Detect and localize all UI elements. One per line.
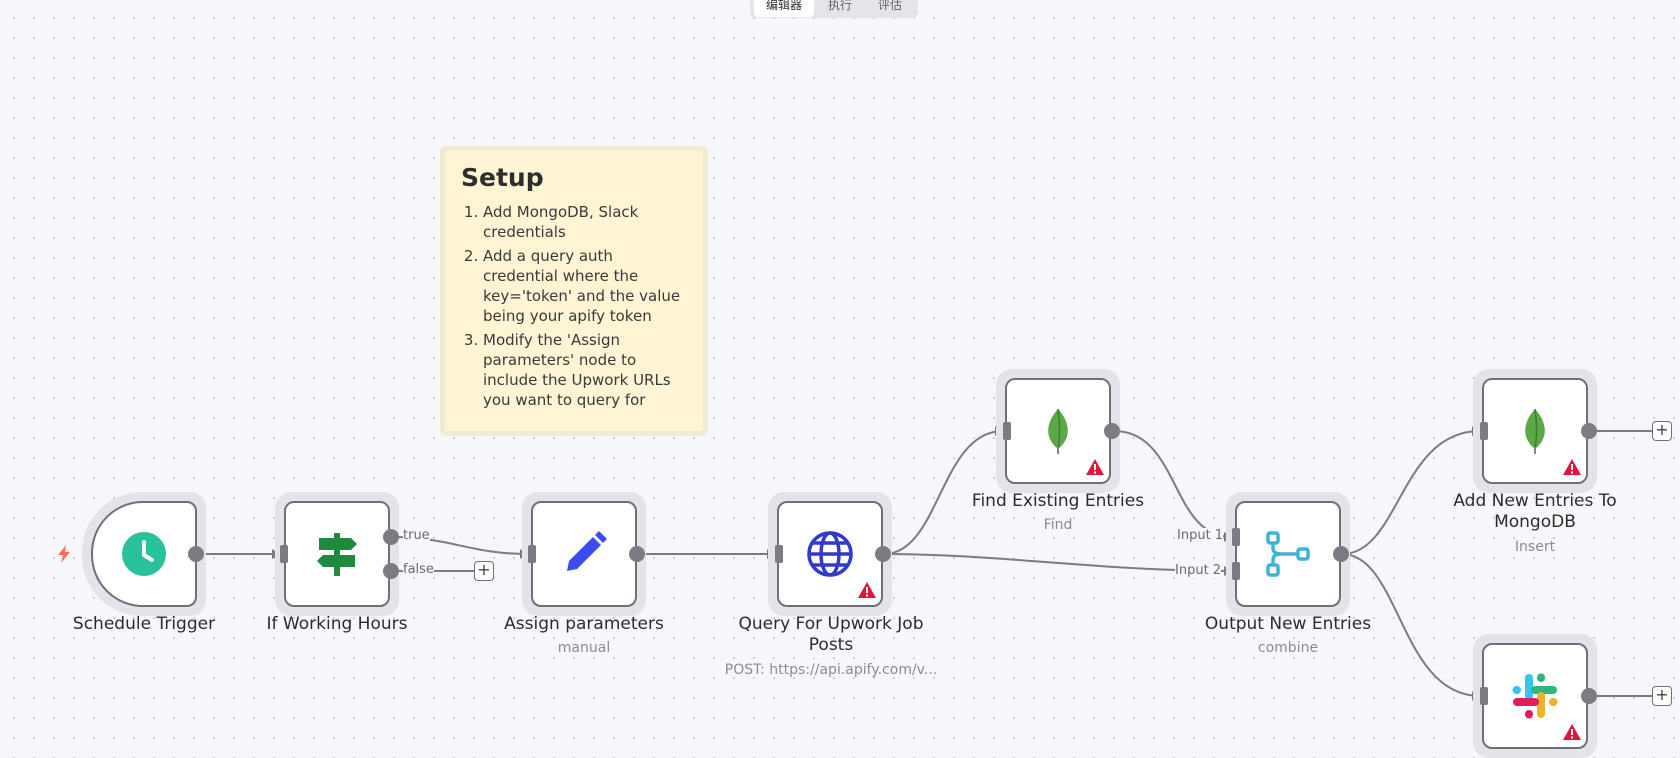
warning-icon: [1563, 724, 1581, 740]
input-handle[interactable]: [1480, 422, 1488, 440]
node-subtitle: POST: https://api.apify.com/v...: [724, 662, 938, 678]
trigger-bolt-icon: [58, 545, 70, 563]
node-title: Query For Upwork Job Posts: [738, 614, 924, 655]
port-label-true: true: [403, 528, 430, 543]
node-title: Add New Entries To MongoDB: [1453, 491, 1617, 532]
node-schedule-trigger[interactable]: [91, 501, 197, 607]
wire-output-add: [1341, 430, 1481, 555]
port-label-input-2: Input 2: [1175, 563, 1222, 578]
wire-query-find: [883, 430, 1004, 555]
sticky-title: Setup: [461, 163, 544, 192]
mongodb-leaf-icon: [1048, 408, 1068, 454]
setup-step: Add a query auth credential where the ke…: [483, 246, 687, 326]
signpost-icon: [317, 533, 357, 576]
output-handle[interactable]: [1581, 423, 1597, 439]
input-handle[interactable]: [280, 545, 288, 563]
node-title: If Working Hours: [266, 614, 408, 634]
setup-sticky-note[interactable]: Setup Add MongoDB, Slack credentials Add…: [440, 146, 708, 436]
output-handle[interactable]: [188, 546, 204, 562]
tab-evaluations[interactable]: 评估: [878, 0, 903, 12]
add-node-plus-button[interactable]: +: [474, 561, 494, 581]
setup-steps: Add MongoDB, Slack credentials Add a que…: [461, 202, 687, 410]
setup-step: Add MongoDB, Slack credentials: [483, 202, 687, 242]
add-node-plus-button[interactable]: +: [1652, 686, 1672, 706]
node-slack[interactable]: [1482, 643, 1588, 749]
wire-output-slack: [1341, 553, 1481, 697]
node-add-new-entries[interactable]: [1482, 378, 1588, 484]
node-title: Assign parameters: [504, 614, 664, 634]
node-subtitle: combine: [1257, 640, 1319, 656]
input-handle[interactable]: [528, 545, 536, 563]
output-handle-true[interactable]: [383, 529, 399, 545]
output-handle[interactable]: [875, 546, 891, 562]
tab-editor[interactable]: 编辑器: [754, 0, 815, 17]
add-node-plus-button[interactable]: +: [1652, 421, 1672, 441]
input-handle[interactable]: [1003, 422, 1011, 440]
input-handle[interactable]: [775, 545, 783, 563]
slack-icon: [1512, 673, 1558, 719]
warning-icon: [858, 582, 876, 598]
merge-icon: [1266, 531, 1310, 577]
tab-executions[interactable]: 执行: [828, 0, 853, 12]
input-handle[interactable]: [1480, 687, 1488, 705]
view-tabs: 编辑器 执行 评估: [750, 0, 919, 18]
output-handle[interactable]: [1104, 423, 1120, 439]
node-title: Schedule Trigger: [72, 614, 216, 634]
node-subtitle: manual: [557, 640, 611, 656]
node-subtitle: Find: [1043, 517, 1073, 533]
node-subtitle: Insert: [1514, 539, 1556, 555]
pencil-icon: [567, 531, 607, 571]
clock-icon: [122, 532, 166, 576]
node-query-upwork[interactable]: [777, 501, 883, 607]
mongodb-leaf-icon: [1525, 408, 1545, 454]
port-label-false: false: [403, 562, 434, 577]
input-handle-1[interactable]: [1232, 528, 1240, 546]
warning-icon: [1086, 459, 1104, 475]
node-assign-parameters[interactable]: [531, 501, 637, 607]
warning-icon: [1563, 459, 1581, 475]
globe-icon: [807, 531, 853, 577]
node-if-working-hours[interactable]: [284, 501, 390, 607]
node-title: Output New Entries: [1204, 614, 1372, 634]
node-title: Find Existing Entries: [971, 491, 1145, 511]
node-find-existing[interactable]: [1005, 378, 1111, 484]
port-label-input-1: Input 1: [1177, 528, 1224, 543]
output-handle[interactable]: [1333, 546, 1349, 562]
node-output-new-entries[interactable]: [1235, 501, 1341, 607]
input-handle-2[interactable]: [1232, 562, 1240, 580]
output-handle[interactable]: [629, 546, 645, 562]
output-handle-false[interactable]: [383, 563, 399, 579]
output-handle[interactable]: [1581, 688, 1597, 704]
setup-step: Modify the 'Assign parameters' node to i…: [483, 330, 687, 410]
